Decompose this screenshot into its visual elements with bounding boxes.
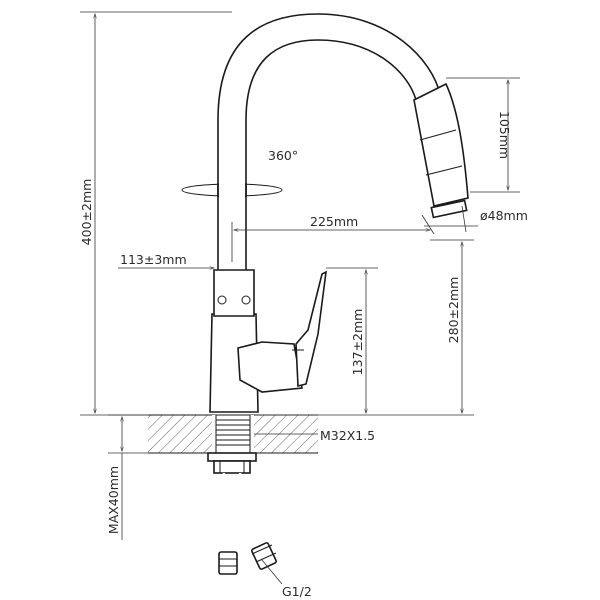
label-max-thickness: MAX40mm xyxy=(106,466,121,534)
label-total-height: 400±2mm xyxy=(79,179,94,246)
faucet-body xyxy=(209,269,327,413)
spray-head xyxy=(413,82,469,219)
hoses xyxy=(218,472,277,575)
label-spout-reach: 225mm xyxy=(310,214,358,229)
dimension-lines xyxy=(80,11,520,585)
label-rotation: 360° xyxy=(268,148,298,163)
label-outlet-height: 280±2mm xyxy=(446,277,461,344)
mounting-thread xyxy=(207,414,257,474)
label-hose-thread: G1/2 xyxy=(282,584,312,599)
label-base-offset: 113±3mm xyxy=(120,252,187,267)
label-thread: M32X1.5 xyxy=(320,428,375,443)
label-head-diameter: ø48mm xyxy=(480,208,528,223)
label-body-height: 137±2mm xyxy=(350,309,365,376)
spout xyxy=(181,13,441,270)
label-head-length: 105mm xyxy=(497,111,512,159)
dimension-labels: 400±2mm 360° 225mm 105mm ø48mm 113±3mm 1… xyxy=(79,111,528,599)
